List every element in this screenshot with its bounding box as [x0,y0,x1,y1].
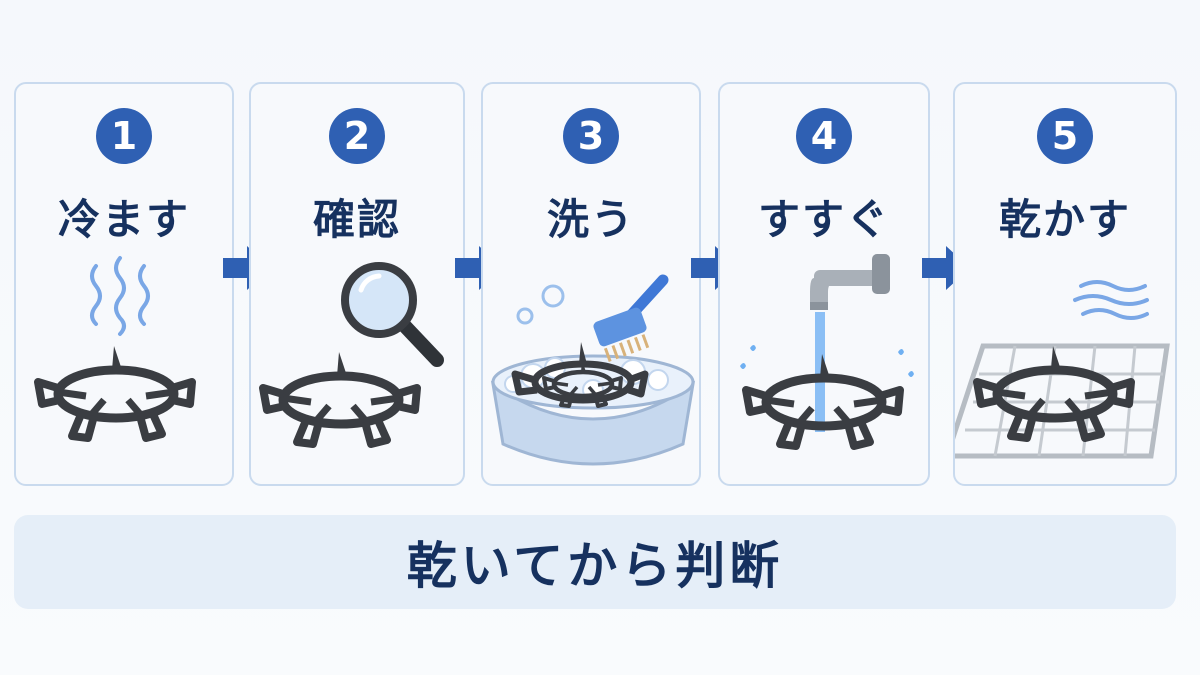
step-card-5: 5 乾かす [953,82,1177,486]
step-label: 冷ます [57,195,190,244]
washing-brush-icon [490,274,696,466]
step-number-badge: 2 [329,108,385,164]
step-number-badge: 1 [96,108,152,164]
drying-rack-icon [955,280,1170,459]
step-card-3: 3 洗う [481,82,701,486]
summary-banner: 乾いてから判断 [14,515,1176,609]
step-number-badge: 4 [796,108,852,164]
step-card-1: 1 冷ます [14,82,234,486]
magnifier-icon [251,262,444,488]
step-label: 洗う [546,195,635,244]
step-number-badge: 3 [563,108,619,164]
step-card-2: 2 確認 [249,82,465,486]
faucet-icon [740,254,914,488]
step-label: すすぐ [757,195,890,244]
step-label: 確認 [312,195,401,244]
step-label: 乾かす [998,195,1131,244]
step-number-badge: 5 [1037,108,1093,164]
step-card-4: 4 すすぐ [718,82,930,486]
steam-icon [16,256,236,488]
summary-text: 乾いてから判断 [406,537,784,595]
